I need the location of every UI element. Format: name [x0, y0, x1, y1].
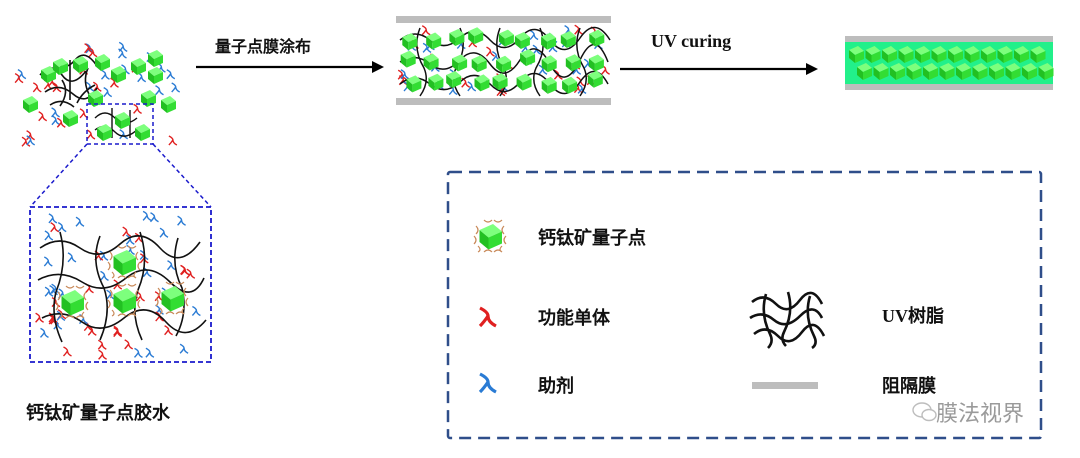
molecule — [44, 230, 54, 241]
quantum-dot — [496, 55, 512, 73]
molecule — [99, 270, 110, 282]
molecule — [154, 85, 165, 96]
molecule — [421, 25, 431, 36]
molecule — [67, 252, 77, 263]
barrier-film-icon — [752, 382, 818, 389]
legend-label-barrier-film: 阻隔膜 — [882, 376, 936, 397]
quantum-dot — [452, 54, 468, 72]
molecule — [529, 29, 539, 41]
additive-icon — [478, 372, 497, 394]
quantum-dot — [400, 50, 416, 68]
molecule — [62, 346, 73, 357]
wechat-icon — [912, 402, 937, 422]
molecule — [92, 81, 103, 93]
quantum-dot — [402, 33, 418, 51]
zoom-source-box — [86, 103, 154, 145]
zoom-detail-box — [29, 206, 212, 363]
legend-box — [446, 170, 1043, 440]
molecule — [88, 47, 98, 58]
molecule — [118, 128, 129, 140]
molecule — [50, 221, 60, 233]
step1-label: 量子点膜涂布 — [215, 37, 312, 56]
watermark-text: 膜法视界 — [936, 402, 1025, 427]
legend-label-additive: 助剂 — [538, 376, 574, 397]
molecule — [159, 227, 169, 238]
quantum-dot — [588, 54, 604, 72]
molecule — [38, 111, 48, 122]
molecule — [149, 211, 160, 223]
legend-label-functional-monomer: 功能单体 — [538, 308, 610, 329]
molecule — [170, 82, 181, 93]
molecule — [97, 339, 108, 350]
molecule — [166, 68, 176, 80]
quantum-dot — [468, 27, 484, 45]
quantum-dot — [541, 76, 557, 94]
coated-film — [396, 16, 611, 105]
quantum-dot — [541, 55, 557, 73]
molecule — [133, 347, 144, 359]
molecule — [179, 343, 189, 354]
quantum-dot — [474, 74, 490, 92]
molecule — [168, 135, 178, 146]
molecule — [86, 129, 96, 140]
molecule — [123, 339, 134, 350]
perovskite-quantum-dot-icon — [474, 220, 506, 252]
quantum-dot — [589, 29, 605, 47]
molecule — [100, 69, 111, 81]
molecule — [32, 82, 42, 93]
uv-resin-network-icon — [749, 291, 826, 350]
molecule — [97, 349, 108, 360]
molecule — [57, 221, 67, 233]
molecule — [39, 327, 50, 339]
quantum-dot — [516, 73, 532, 91]
molecule — [145, 347, 155, 358]
molecule — [176, 215, 187, 226]
quantum-dot — [514, 32, 530, 49]
molecule — [102, 86, 113, 98]
molecule — [75, 216, 85, 228]
molecule — [191, 305, 202, 317]
cured-film — [845, 36, 1054, 90]
molecule — [142, 210, 152, 222]
functional-monomer-icon — [478, 306, 497, 328]
glue-cluster — [14, 41, 181, 148]
glue-label: 钙钛矿量子点胶水 — [26, 403, 170, 424]
quantum-dot — [446, 71, 462, 88]
quantum-dot — [498, 29, 514, 47]
legend-label-perovskite-qd: 钙钛矿量子点 — [538, 228, 646, 249]
step2-label: UV curing — [651, 31, 732, 51]
molecule — [132, 103, 143, 115]
legend-label-uv-resin: UV树脂 — [882, 306, 944, 326]
molecule — [43, 256, 53, 267]
molecule — [48, 213, 58, 224]
